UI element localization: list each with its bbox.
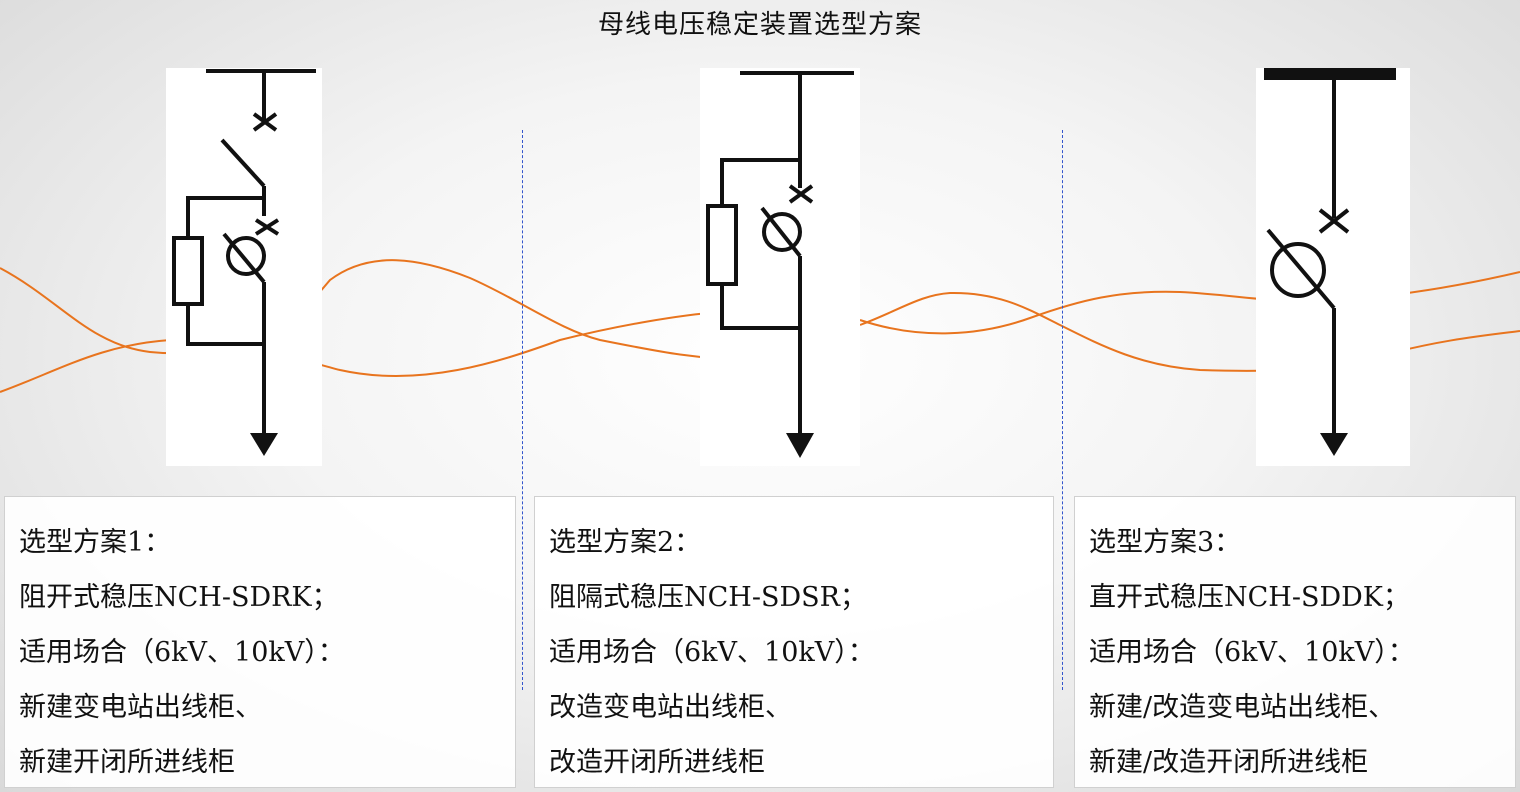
scheme-2-symbol	[700, 68, 860, 466]
scheme-1-symbol	[166, 68, 322, 466]
scheme-1-heading: 选型方案1：	[19, 527, 172, 558]
scheme-3-use-1: 新建/改造变电站出线柜、	[1089, 692, 1396, 723]
scheme-2-model: 阻隔式稳压NCH-SDSR；	[549, 582, 867, 613]
wave-line-2	[0, 311, 721, 393]
scheme-2-use-2: 改造开闭所进线柜	[549, 747, 765, 778]
scheme-2-heading: 选型方案2：	[549, 527, 702, 558]
scheme-3-use-2: 新建/改造开闭所进线柜	[1089, 747, 1369, 778]
scheme-3-description: 选型方案3： 直开式稳压NCH-SDDK； 适用场合（6kV、10kV）： 新建…	[1074, 496, 1516, 788]
scheme-2-use-1: 改造变电站出线柜、	[549, 692, 792, 723]
divider-1	[522, 130, 523, 690]
scheme-3-symbol	[1256, 68, 1410, 466]
scheme-3-model: 直开式稳压NCH-SDDK；	[1089, 582, 1410, 613]
scheme-2-application: 适用场合（6kV、10kV）：	[549, 637, 875, 668]
scheme-1-use-1: 新建变电站出线柜、	[19, 692, 262, 723]
scheme-1-model: 阻开式稳压NCH-SDRK；	[19, 582, 339, 613]
divider-2	[1062, 130, 1063, 690]
scheme-1-use-2: 新建开闭所进线柜	[19, 747, 235, 778]
page-title: 母线电压稳定装置选型方案	[597, 10, 922, 40]
scheme-1-application: 适用场合（6kV、10kV）：	[19, 637, 345, 668]
scheme-1-description: 选型方案1： 阻开式稳压NCH-SDRK； 适用场合（6kV、10kV）： 新建…	[4, 496, 516, 788]
scheme-3-heading: 选型方案3：	[1089, 527, 1242, 558]
wave-line-1	[0, 259, 761, 361]
wave-line-4	[859, 271, 1520, 335]
scheme-3-application: 适用场合（6kV、10kV）：	[1089, 637, 1415, 668]
scheme-2-description: 选型方案2： 阻隔式稳压NCH-SDSR； 适用场合（6kV、10kV）： 改造…	[534, 496, 1054, 788]
